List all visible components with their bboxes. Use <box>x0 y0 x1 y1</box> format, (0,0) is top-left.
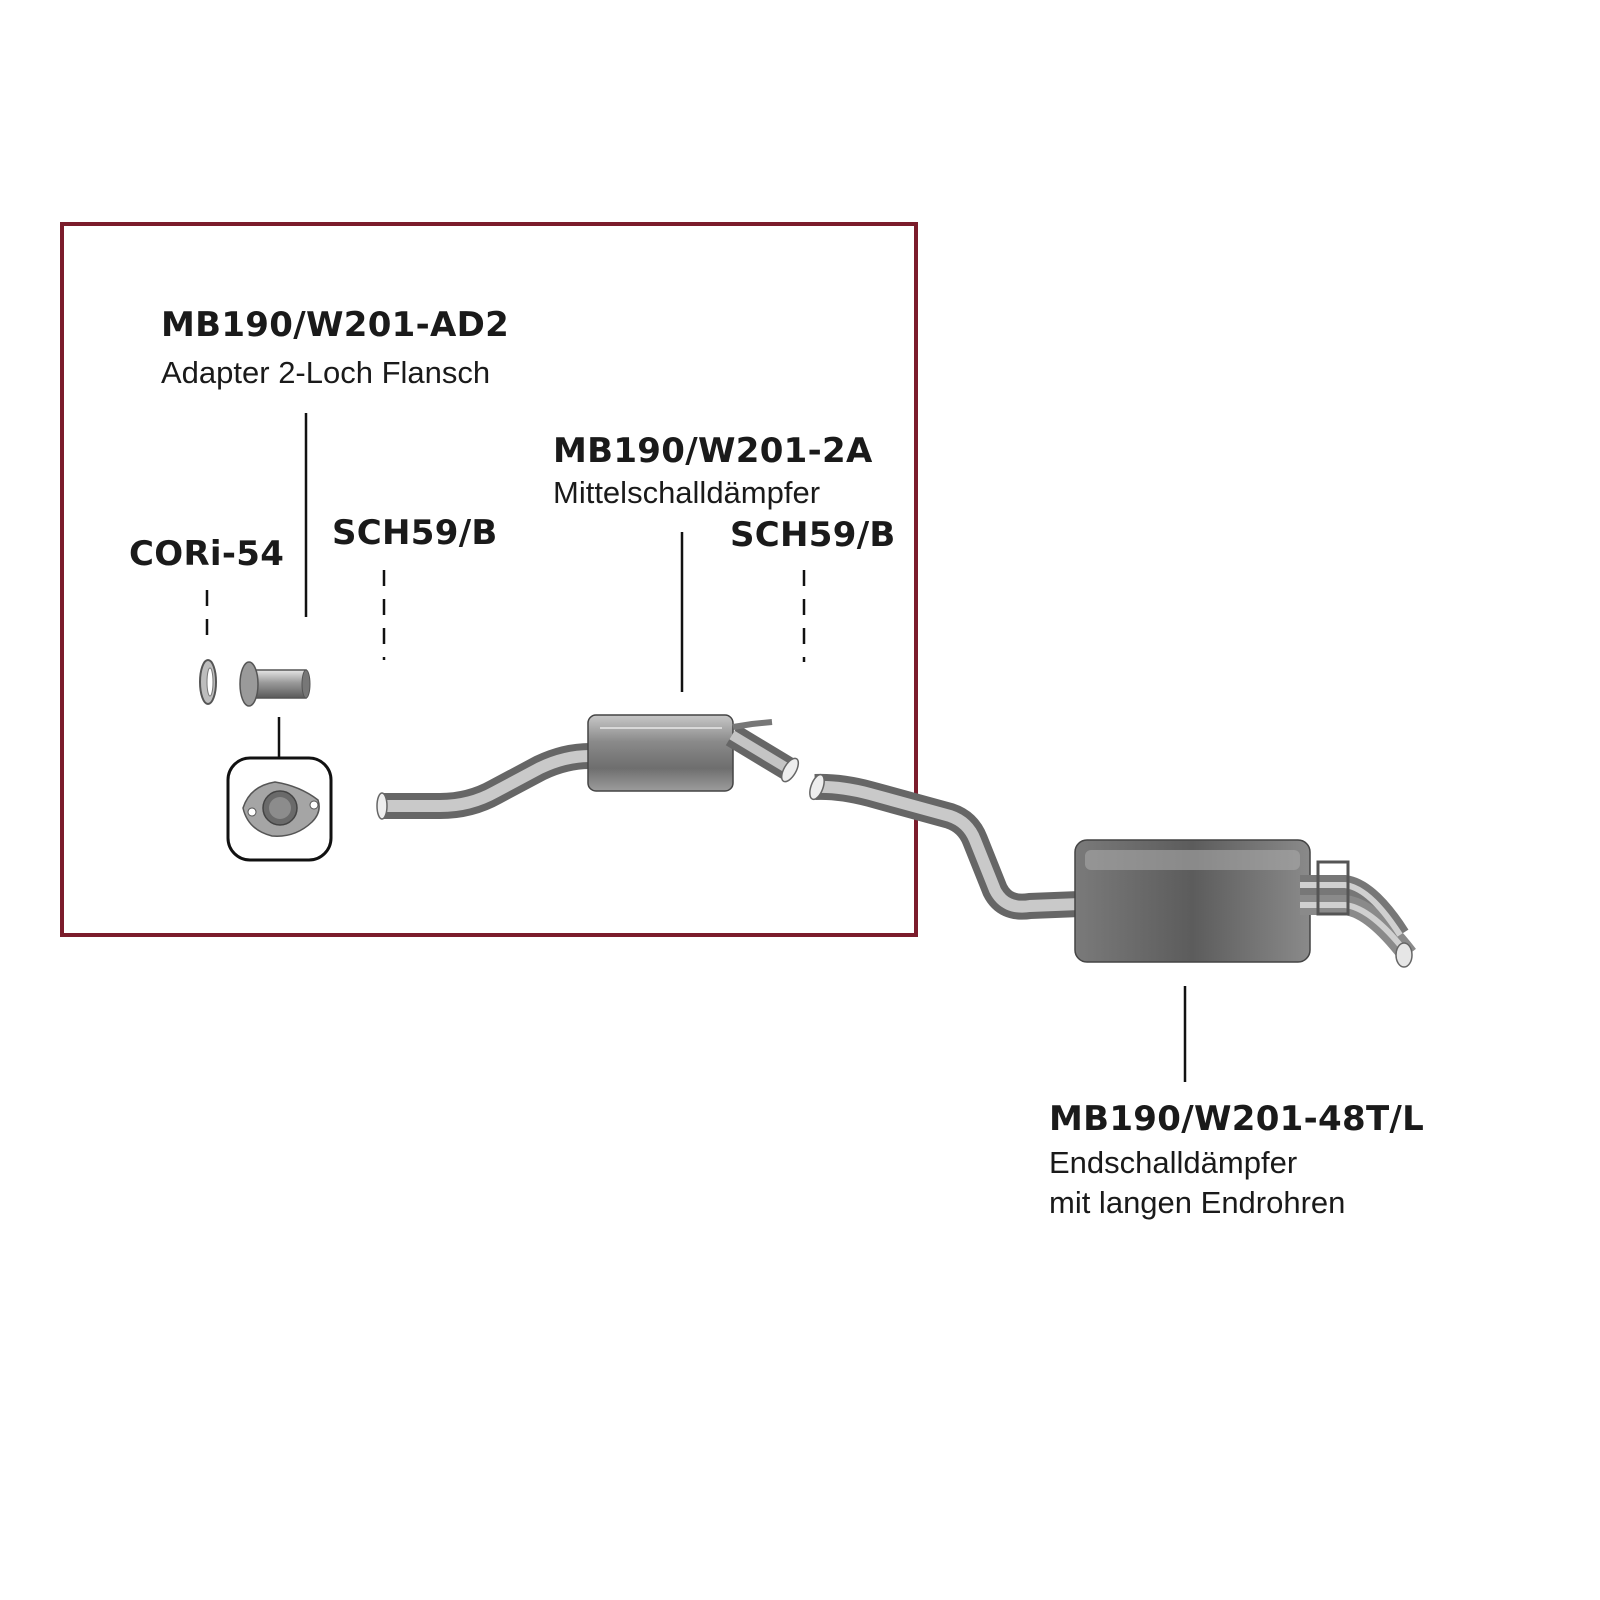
clamp-ring <box>199 659 217 705</box>
rear-muffler-label: MB190/W201-48T/L Endschalldämpfer mit la… <box>1049 1099 1425 1220</box>
center-muffler-code: MB190/W201-2A <box>553 431 873 471</box>
adapter-description: Adapter 2-Loch Flansch <box>161 355 491 391</box>
adapter-part <box>239 661 311 707</box>
center-muffler-label: MB190/W201-2A Mittelschalldämpfer <box>553 431 873 511</box>
center-muffler-description: Mittelschalldämpfer <box>553 475 821 511</box>
clamp-code: CORi-54 <box>129 534 285 574</box>
rear-muffler <box>1074 839 1416 968</box>
clip-left-code: SCH59/B <box>332 513 498 553</box>
adapter-label: MB190/W201-AD2 Adapter 2-Loch Flansch <box>161 305 510 391</box>
rear-pipe <box>809 773 1081 920</box>
rear-muffler-description-line1: Endschalldämpfer <box>1049 1145 1298 1181</box>
front-pipe <box>376 743 591 820</box>
leader-lines <box>205 413 1187 1082</box>
rear-muffler-code: MB190/W201-48T/L <box>1049 1099 1425 1139</box>
rear-muffler-description-line2: mit langen Endrohren <box>1049 1184 1346 1220</box>
front-section-frame <box>60 222 918 937</box>
clip-right-code: SCH59/B <box>730 515 896 555</box>
center-muffler <box>587 714 800 792</box>
flange-detail <box>226 756 333 862</box>
adapter-code: MB190/W201-AD2 <box>161 305 510 345</box>
